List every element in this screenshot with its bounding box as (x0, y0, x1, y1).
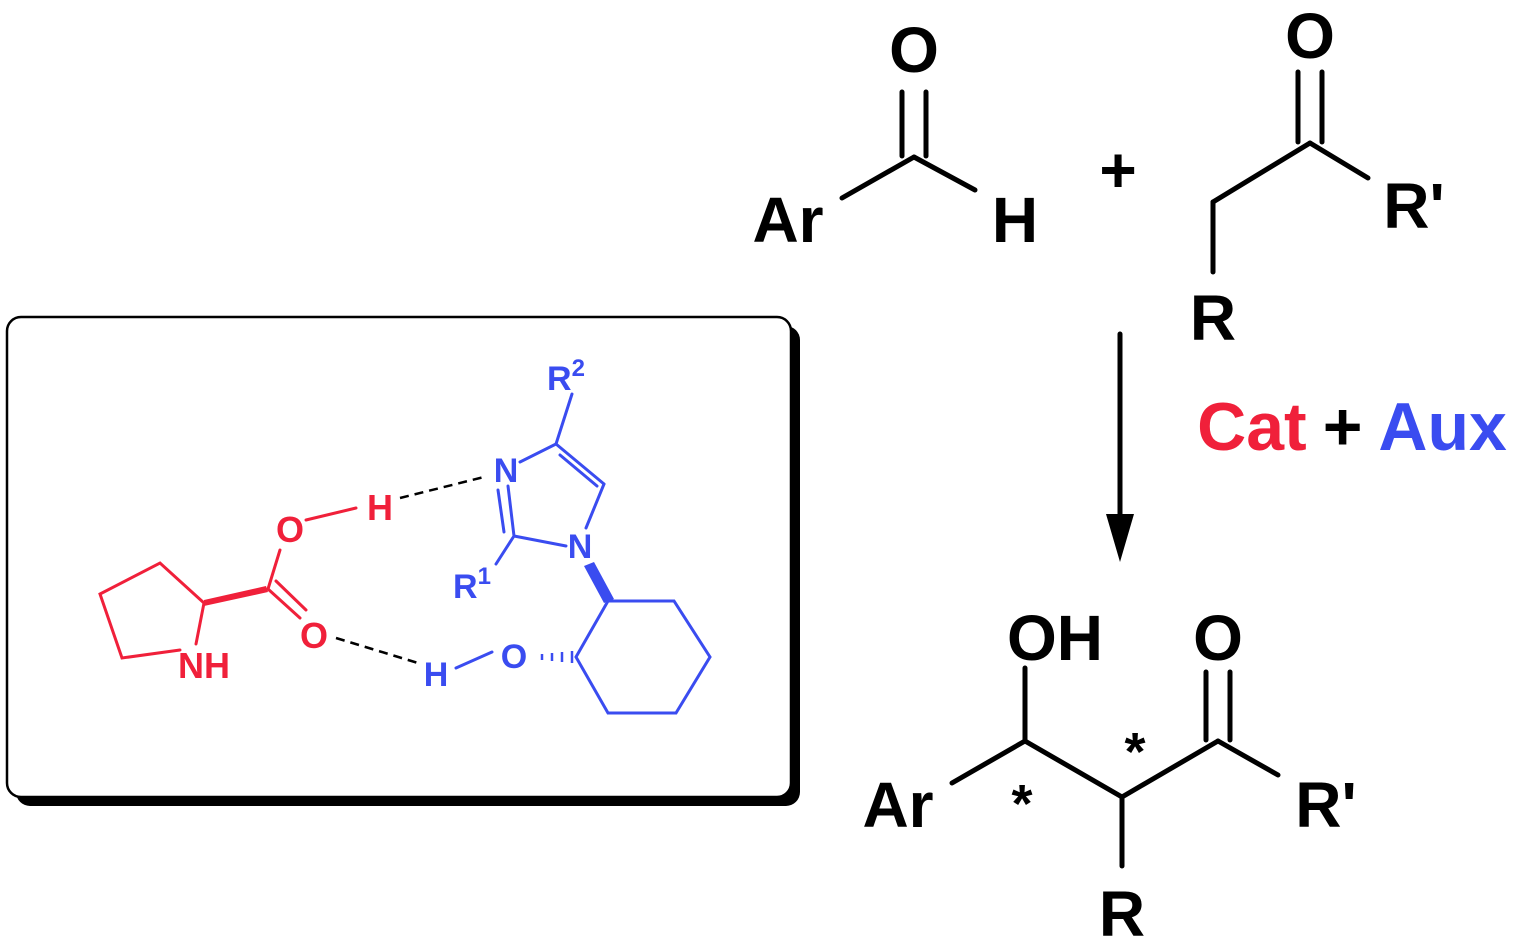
reaction-arrow (1106, 331, 1134, 562)
imidazole-r2-bond (554, 392, 574, 446)
proline-o-top: O (276, 509, 304, 550)
auxiliary-h-bottom: H (424, 656, 449, 694)
reaction-conditions: Cat+Aux (1197, 389, 1507, 465)
proline-c-o-double-1 (266, 587, 302, 620)
product-oxygen-label: O (1193, 602, 1243, 674)
proline-nh: NH (178, 645, 230, 686)
aldehyde-ar-bond (839, 154, 917, 201)
catalyst-complex-inset: O H O NH R (5, 315, 800, 806)
proline-oh-bond (304, 506, 358, 522)
ketone-alpha-bond (1210, 140, 1313, 205)
arrow-head (1106, 514, 1134, 562)
auxiliary-oh-bond (454, 650, 494, 670)
proline-catalyst: O H O NH (98, 487, 393, 686)
aldehyde-ar-label: Ar (752, 184, 823, 256)
auxiliary-o-ring: O (501, 638, 527, 676)
auxiliary-hash-bond (540, 651, 574, 663)
aldehyde-oxygen-label: O (889, 14, 939, 86)
imidazole-c4-c5-single (554, 442, 606, 486)
product-r-label: R (1099, 878, 1145, 945)
imidazole-c4-n3 (518, 442, 558, 464)
imidazole-auxiliary: R2 N N R1 H O (424, 355, 712, 715)
ketone-r-label: R (1190, 282, 1236, 354)
catalyst-label: Cat (1197, 389, 1307, 465)
product-r-prime-label: R' (1295, 769, 1356, 841)
imidazole-n-bottom: N (568, 528, 593, 566)
aldehyde-reactant: O Ar H (752, 14, 1038, 256)
imidazole-n3-c2-single (506, 484, 516, 538)
auxiliary-label: Aux (1378, 389, 1507, 465)
proline-c-o-double-2 (274, 579, 308, 612)
stereocenter-star-1: * (1011, 774, 1032, 834)
imidazole-r1-label: R1 (453, 563, 491, 606)
imidazole-r1-bond (494, 534, 516, 566)
product-c1-c2-bond (1022, 738, 1125, 800)
aldehyde-h-label: H (992, 184, 1038, 256)
product-r-prime-bond (1215, 738, 1281, 778)
imidazole-r2-label: R2 (547, 355, 585, 398)
proline-ring (98, 561, 206, 660)
inset-box (5, 315, 793, 799)
plus-sign: + (1099, 134, 1136, 206)
proline-c-o-single (266, 548, 282, 591)
proline-h-top: H (367, 487, 393, 528)
imidazole-n3-c2-double (496, 488, 506, 534)
ketone-r-prime-bond (1307, 140, 1371, 181)
proline-wedge-bond (204, 586, 268, 606)
conditions-plus: + (1323, 389, 1363, 465)
proline-o-bottom: O (300, 615, 328, 656)
proline-ring-close (194, 601, 206, 646)
product-c2-c3-bond (1119, 738, 1221, 800)
product-ar-bond (949, 738, 1028, 786)
ketone-reactant: O R' R (1190, 0, 1445, 354)
auxiliary-wedge-bond (584, 562, 614, 603)
product-oh-label: OH (1007, 602, 1103, 674)
ketone-r-prime-label: R' (1383, 170, 1444, 242)
imidazole-c5-n1 (584, 482, 606, 530)
stereocenter-star-2: * (1124, 722, 1145, 782)
imidazole-c2-n1 (512, 534, 568, 548)
aldehyde-h-bond (911, 154, 978, 193)
imidazole-n-top: N (494, 452, 519, 490)
aldol-product: OH O Ar R' R * * (862, 602, 1356, 945)
cyclohexane-ring (574, 599, 712, 715)
imidazole-c4-c5-double (558, 453, 599, 488)
product-ar-label: Ar (862, 769, 933, 841)
ketone-oxygen-label: O (1285, 0, 1335, 72)
